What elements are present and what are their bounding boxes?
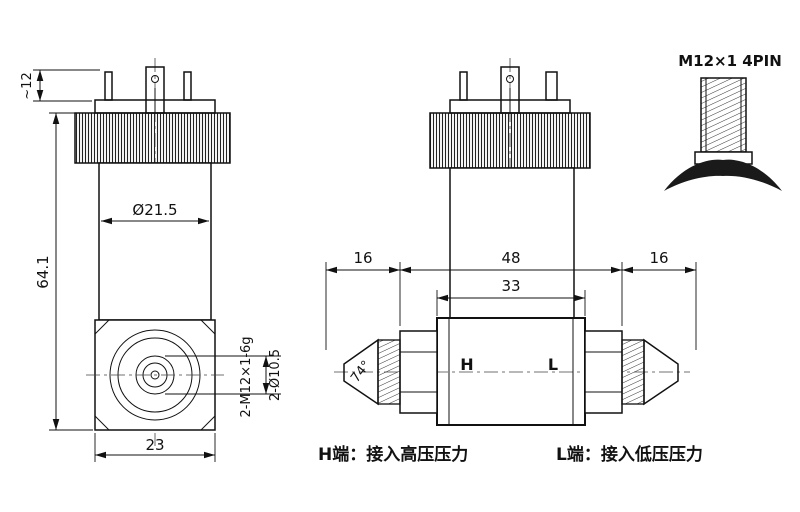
side-connector-right-pin (545, 71, 558, 101)
dim-total-height-label: 64.1 (34, 255, 52, 288)
front-view: Ø21.5 ~12 64.1 (20, 58, 283, 462)
front-body (98, 162, 212, 321)
chamfer-tl (94, 319, 110, 335)
side-connector-blade-hole (506, 75, 514, 83)
dim-body-diameter: Ø21.5 (101, 201, 209, 225)
cone-angle-label: 74° (348, 358, 374, 385)
callout-thread-label: 2-M12×1-6g (239, 336, 254, 417)
right-thread-collar (621, 339, 645, 405)
connector-right-pin (183, 71, 192, 101)
dim-port-holes: 2-Ø10.5 (165, 349, 283, 401)
right-cone (643, 338, 679, 406)
note-low-pressure: L端：接入低压压力 (556, 444, 703, 465)
chamfer-br (200, 415, 216, 431)
dim-base-width: 23 (94, 433, 216, 462)
left-thread-collar (377, 339, 401, 405)
dim-base-width-label: 23 (145, 436, 164, 454)
side-knurled-nut (429, 112, 591, 169)
right-hex-nut (584, 330, 623, 414)
dim-connector-height: ~12 (20, 69, 100, 102)
connector-left-pin (104, 71, 113, 101)
manifold-block (436, 317, 586, 426)
front-knurled-nut (74, 112, 231, 164)
dim-block-width-label: 33 (501, 277, 520, 295)
dim-block-width: 33 (436, 277, 586, 316)
notes: H端：接入高压压力 L端：接入低压压力 (318, 444, 703, 465)
m12-wing-nut-profile (664, 159, 782, 191)
dim-total-height: 64.1 (34, 112, 93, 431)
dim-left-fitting-label: 16 (353, 249, 372, 267)
note-high-pressure: H端：接入高压压力 (318, 444, 468, 465)
left-cone (343, 338, 379, 406)
connector-detail-label: M12×1 4PIN (678, 52, 782, 70)
side-connector (449, 66, 571, 114)
left-hex-nut (399, 330, 438, 414)
manifold: H L 74° (343, 317, 679, 426)
dim-port-holes-label: 2-Ø10.5 (268, 349, 283, 401)
port-low-label: L (548, 355, 558, 374)
dim-body-width-label: 48 (501, 249, 520, 267)
dim-right-fitting-label: 16 (649, 249, 668, 267)
side-body (449, 167, 575, 319)
port-high-label: H (460, 355, 473, 374)
front-base-block (86, 319, 224, 431)
side-connector-left-pin (459, 71, 468, 101)
front-connector (94, 66, 216, 114)
dim-body-diameter-label: Ø21.5 (132, 201, 177, 219)
m12-threaded-stud (700, 77, 747, 153)
dim-row-top: 16 48 16 (325, 249, 697, 350)
connector-detail: M12×1 4PIN (664, 52, 782, 191)
chamfer-tr (200, 319, 216, 335)
side-view: H L 74° 16 48 16 (325, 58, 697, 426)
chamfer-bl (94, 415, 110, 431)
dim-connector-height-label: ~12 (20, 72, 35, 99)
connector-blade-hole (151, 75, 159, 83)
port-circle-center (150, 370, 160, 380)
